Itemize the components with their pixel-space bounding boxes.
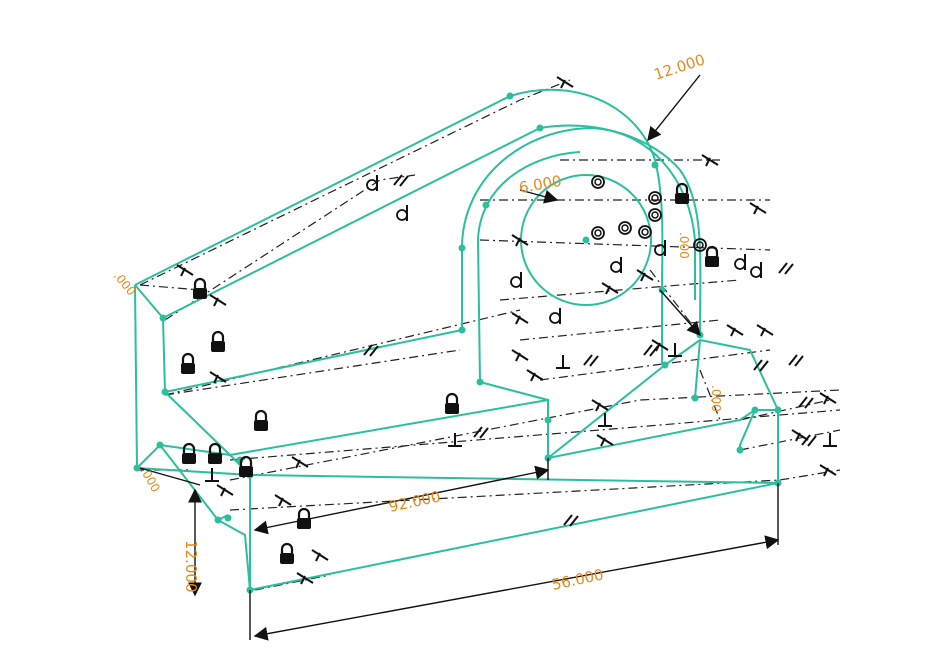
- tangent-icon: [654, 239, 666, 257]
- lock-icon: [295, 507, 313, 531]
- fix-icon: [726, 324, 744, 337]
- fix-icon: [556, 76, 574, 89]
- part-geometry[interactable]: [133, 88, 782, 594]
- fix-icon: [209, 294, 227, 307]
- dimension-length-bottom[interactable]: 56.000: [550, 565, 605, 594]
- fix-icon: [526, 369, 544, 382]
- fix-icon: [591, 399, 609, 412]
- concentric-icon: [648, 208, 662, 222]
- lock-icon: [237, 455, 255, 479]
- concentric-icon: [618, 221, 632, 235]
- svg-text:.000: .000: [709, 385, 723, 412]
- fix-icon: [819, 464, 837, 477]
- lock-icon: [209, 330, 227, 354]
- fix-icon: [216, 484, 234, 497]
- concentric-icon: [648, 191, 662, 205]
- fix-icon: [274, 494, 292, 507]
- dimension-radius-inner[interactable]: 6.000: [518, 172, 563, 197]
- tangent-icon: [734, 253, 746, 271]
- perpendicular-icon: [597, 412, 613, 427]
- lock-icon: [191, 277, 209, 301]
- lock-icon: [179, 352, 197, 376]
- lock-icon: [206, 442, 224, 466]
- dimension-height[interactable]: 12.000: [182, 540, 200, 593]
- parallel-icon: [393, 174, 409, 187]
- fix-icon: [791, 429, 809, 442]
- fix-icon: [311, 549, 329, 562]
- concentric-icon: [638, 225, 652, 239]
- perpendicular-icon: [204, 467, 220, 482]
- parallel-icon: [583, 354, 599, 367]
- parallel-icon: [788, 354, 804, 367]
- fix-icon: [596, 434, 614, 447]
- tangent-icon: [396, 204, 408, 222]
- perpendicular-icon: [822, 432, 838, 447]
- fix-icon: [601, 282, 619, 295]
- fix-icon: [819, 392, 837, 405]
- svg-text:.000: .000: [677, 232, 691, 259]
- parallel-icon: [778, 262, 794, 275]
- perpendicular-icon: [555, 354, 571, 369]
- lock-icon: [443, 392, 461, 416]
- fix-icon: [511, 312, 529, 325]
- fix-icon: [511, 234, 529, 247]
- tangent-icon: [610, 256, 622, 274]
- tangent-icon: [750, 261, 762, 279]
- fix-icon: [511, 349, 529, 362]
- construction-lines: [135, 79, 841, 591]
- lock-icon: [278, 542, 296, 566]
- fix-icon: [176, 264, 194, 277]
- fix-icon: [756, 324, 774, 337]
- tangent-icon: [549, 307, 561, 325]
- lock-icon: [673, 182, 691, 206]
- dimension-radius-outer[interactable]: 12.000: [652, 50, 707, 83]
- concentric-icon: [591, 175, 605, 189]
- lock-icon: [252, 409, 270, 433]
- lock-icon: [703, 245, 721, 269]
- concentric-icon: [591, 226, 605, 240]
- fix-icon: [749, 202, 767, 215]
- tangent-icon: [510, 271, 522, 289]
- lock-icon: [180, 442, 198, 466]
- dimension-length-top[interactable]: 92.000: [387, 487, 442, 516]
